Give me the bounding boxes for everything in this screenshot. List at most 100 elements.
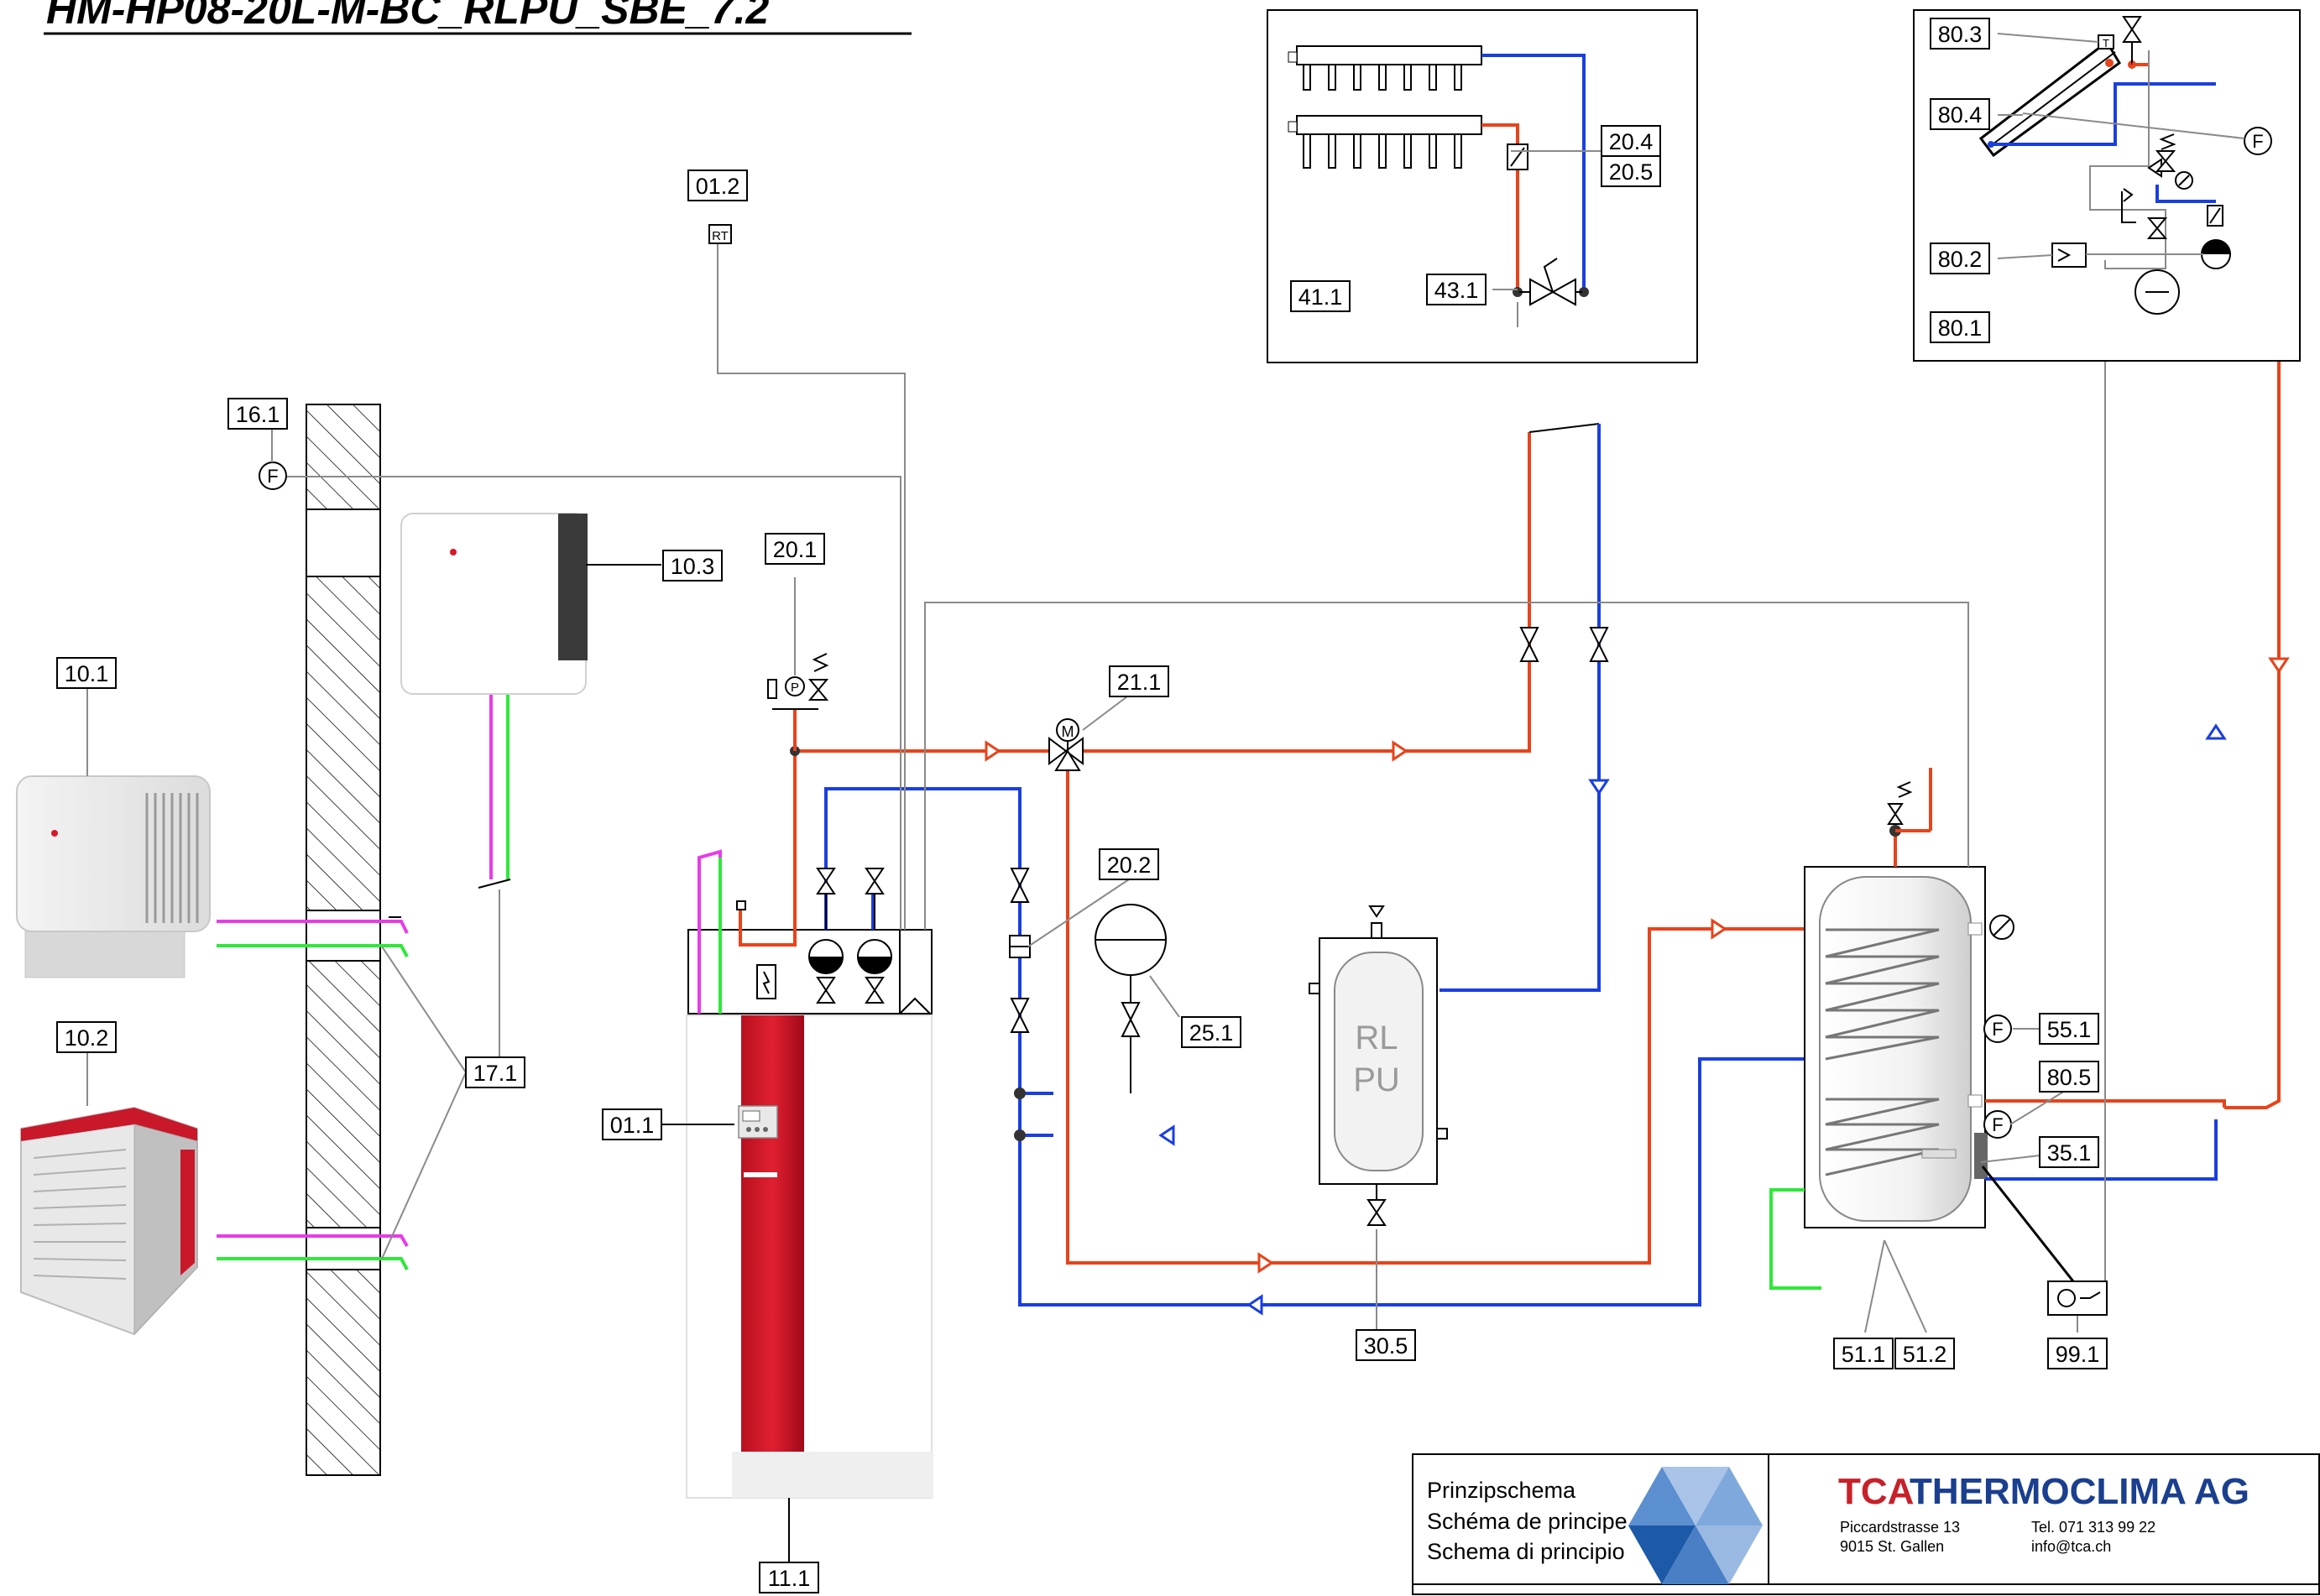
buffer-tank: RL PU [1309,905,1448,1226]
motor-symbol: M [1062,723,1074,740]
label-11-1: 11.1 [759,1562,819,1593]
collector-sensor-symbol: T [2103,37,2109,50]
label-80-5: 80.5 [2039,1061,2099,1093]
svg-text:20.1: 20.1 [773,537,818,562]
building-wall [306,404,381,1476]
buffer-tank-label-rl: RL [1355,1020,1398,1056]
svg-text:80.5: 80.5 [2047,1065,2092,1090]
svg-text:51.1: 51.1 [1842,1342,1886,1367]
svg-text:20.2: 20.2 [1107,853,1152,878]
schematic-title: HM-HP08-20L-M-BC_RLPU_SBE_7.2 [46,0,769,33]
svg-text:55.1: 55.1 [2047,1017,2092,1042]
brand-tca: TCA [1838,1471,1914,1512]
hp-hydraulic-module [687,751,1022,1014]
label-01-2: 01.2 [687,170,748,201]
svg-text:80.1: 80.1 [1938,316,1983,341]
title-block: Prinzipschema Schéma de principe Schema … [1412,1453,2320,1595]
temperature-sensor-icons: F F F RT [259,224,2108,1316]
label-21-1: 21.1 [1109,665,1169,697]
circulation-pump-2 [857,939,892,1004]
leader-lines [86,33,2099,1567]
label-10-3: 10.3 [662,550,723,582]
control-wiring [281,237,2106,1293]
three-way-valve: M [1048,718,1084,771]
shutoff-valves-top [816,868,885,930]
label-55-1: 55.1 [2039,1013,2099,1045]
title-block-line-de: Prinzipschema [1427,1478,1576,1503]
svg-text:10.3: 10.3 [671,554,715,579]
company-phone: Tel. 071 313 99 22 [2031,1519,2155,1536]
label-20-5: 20.5 [1601,155,1661,187]
svg-text:17.1: 17.1 [473,1061,518,1086]
company-city: 9015 St. Gallen [1840,1538,1944,1555]
outdoor-sensor-symbol: F [267,466,278,487]
svg-text:10.2: 10.2 [65,1025,109,1051]
svg-text:20.5: 20.5 [1609,159,1654,185]
collector-temp-sensor-symbol: F [2252,131,2263,152]
svg-text:01.1: 01.1 [610,1113,655,1138]
label-10-1: 10.1 [56,657,117,689]
label-51-1: 51.1 [1833,1338,1894,1369]
svg-text:11.1: 11.1 [768,1566,811,1591]
svg-text:43.1: 43.1 [1434,278,1479,303]
label-20-4: 20.4 [1601,125,1661,157]
shutoff-valves-main [1009,627,1609,1033]
label-01-1: 01.1 [602,1108,662,1140]
outdoor-unit-10-2 [20,1106,198,1336]
svg-text:21.1: 21.1 [1117,670,1162,695]
label-20-1: 20.1 [765,533,825,565]
supply-piping [790,423,1805,1274]
dhw-storage-tank [1769,768,1988,1290]
timer-switch-icon [2047,1280,2108,1316]
outdoor-unit-10-1 [16,775,211,978]
svg-text:25.1: 25.1 [1189,1020,1234,1046]
safety-group: P [767,577,829,751]
heat-pump-indoor-unit [686,1014,933,1499]
label-20-2: 20.2 [1099,848,1159,880]
label-41-1: 41.1 [1290,280,1351,312]
label-80-2: 80.2 [1930,243,1990,274]
svg-text:10.1: 10.1 [65,661,109,686]
refrigerant-lines [217,695,511,1270]
title-block-line-fr: Schéma de principe [1427,1509,1628,1534]
expansion-vessel [1094,904,1168,1093]
svg-text:99.1: 99.1 [2056,1342,2100,1367]
solar-tank-sensor-symbol: F [1992,1114,2003,1135]
svg-text:01.2: 01.2 [696,174,740,199]
brand-thermoclima: THERMOCLIMA AG [1910,1471,2249,1512]
title-block-line-it: Schema di principio [1427,1539,1625,1564]
svg-text:41.1: 41.1 [1298,284,1343,310]
label-43-1: 43.1 [1426,274,1487,305]
indoor-unit-10-3 [400,513,588,695]
company-logo-icon [1628,1467,1763,1584]
company-street: Piccardstrasse 13 [1840,1519,1960,1536]
company-email: info@tca.ch [2031,1538,2111,1555]
label-10-2: 10.2 [56,1021,117,1053]
svg-text:80.3: 80.3 [1938,22,1983,47]
room-thermostat-symbol: RT [712,229,729,243]
buffer-tank-label-pu: PU [1353,1061,1400,1098]
label-17-1: 17.1 [465,1056,525,1088]
svg-text:20.4: 20.4 [1609,129,1654,154]
label-16-1: 16.1 [227,398,288,430]
svg-text:30.5: 30.5 [1364,1333,1408,1359]
label-30-5: 30.5 [1356,1329,1416,1361]
svg-text:35.1: 35.1 [2047,1140,2092,1166]
label-35-1: 35.1 [2039,1136,2099,1168]
svg-text:16.1: 16.1 [236,402,280,427]
label-51-2: 51.2 [1894,1338,1955,1369]
label-99-1: 99.1 [2047,1338,2108,1369]
label-80-3: 80.3 [1930,18,1990,50]
label-80-1: 80.1 [1930,311,1990,343]
svg-text:80.2: 80.2 [1938,247,1983,272]
svg-text:51.2: 51.2 [1903,1342,1947,1367]
return-piping [1014,424,1805,1316]
circulation-pump-1 [808,939,844,1004]
dhw-sensor-symbol: F [1992,1019,2003,1040]
pressure-gauge-symbol: P [791,681,799,695]
svg-text:80.4: 80.4 [1938,102,1983,128]
solar-station-inset: T F [1913,9,2301,362]
label-25-1: 25.1 [1181,1016,1241,1048]
label-80-4: 80.4 [1930,98,1990,130]
